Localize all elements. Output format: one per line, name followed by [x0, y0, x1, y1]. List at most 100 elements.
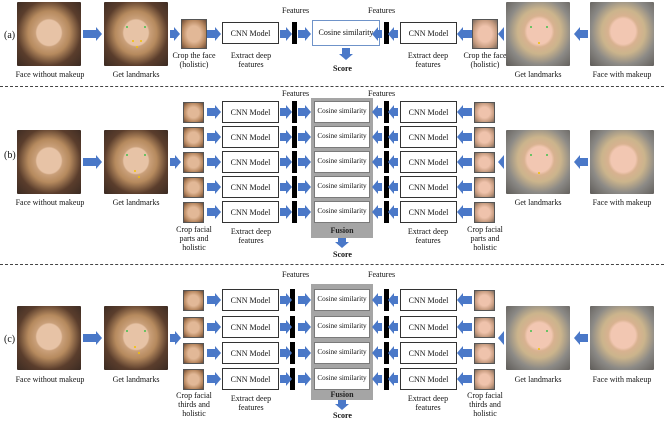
cosine-similarity-box: Cosine similarity	[314, 368, 370, 390]
cnn-model-box: CNN Model	[400, 22, 457, 44]
landmark-dot	[538, 42, 540, 44]
crop-thirds-caption-right: Crop facial thirds and holistic	[467, 391, 503, 418]
flow-arrow	[298, 105, 311, 119]
landmark-dot	[538, 172, 540, 174]
flow-arrow	[298, 293, 311, 307]
features-label-right: Features	[368, 89, 396, 98]
crop-face-caption-left: Crop the face (holistic)	[172, 51, 216, 69]
holistic-crop-left	[181, 19, 207, 49]
facial-third-crop-right	[474, 317, 495, 338]
flow-arrow	[339, 48, 353, 60]
flow-arrow	[457, 372, 472, 386]
cnn-model-box: CNN Model	[400, 342, 457, 364]
face-with-makeup-photo	[590, 2, 654, 66]
get-landmarks-caption: Get landmarks	[112, 70, 160, 79]
flow-arrow	[280, 155, 292, 169]
feature-vector-bar	[384, 176, 389, 198]
face-without-makeup-photo	[17, 130, 81, 194]
landmark-dot	[136, 46, 138, 48]
flow-arrow	[388, 155, 398, 169]
feature-vector-bar	[292, 22, 297, 44]
flow-arrow	[388, 320, 398, 334]
flow-arrow	[388, 372, 398, 386]
face-with-makeup-caption: Face with makeup	[592, 375, 652, 384]
facial-part-crop-left	[183, 102, 204, 123]
score-label: Score	[333, 250, 352, 259]
flow-arrow	[574, 27, 588, 41]
landmark-dot	[530, 154, 532, 156]
landmarks-photo	[104, 130, 168, 194]
feature-vector-bar	[384, 151, 389, 173]
flow-arrow	[83, 331, 102, 345]
facial-third-crop-left	[183, 290, 204, 311]
facial-part-crop-right	[474, 127, 495, 148]
cnn-model-box: CNN Model	[400, 201, 457, 223]
flow-arrow	[372, 130, 382, 144]
landmarks-makeup-photo	[506, 130, 570, 194]
landmark-dot	[140, 40, 142, 42]
landmark-dot	[144, 154, 146, 156]
feature-vector-bar	[384, 289, 389, 311]
flow-arrow	[574, 331, 588, 345]
cosine-similarity-box: Cosine similarity	[314, 176, 370, 198]
landmarks-makeup-photo	[506, 306, 570, 370]
crop-thirds-caption-left: Crop facial thirds and holistic	[176, 391, 212, 418]
flow-arrow	[170, 155, 181, 169]
flow-arrow	[207, 372, 221, 386]
flow-arrow	[498, 155, 504, 169]
cnn-model-box: CNN Model	[400, 126, 457, 148]
flow-arrow	[298, 180, 311, 194]
landmarks-makeup-photo	[506, 2, 570, 66]
flow-arrow	[298, 205, 311, 219]
feature-vector-bar	[290, 342, 295, 364]
landmark-dot	[530, 26, 532, 28]
facial-third-crop-right	[474, 369, 495, 390]
flow-arrow	[280, 346, 292, 360]
facial-third-crop-left	[183, 343, 204, 364]
cnn-model-box: CNN Model	[222, 289, 279, 311]
panel-divider	[0, 86, 664, 87]
facial-part-crop-left	[183, 152, 204, 173]
face-without-makeup-photo	[17, 306, 81, 370]
cnn-model-box: CNN Model	[400, 289, 457, 311]
cnn-model-box: CNN Model	[400, 151, 457, 173]
flow-arrow	[207, 180, 221, 194]
flow-arrow	[388, 180, 398, 194]
flow-arrow	[207, 293, 221, 307]
extract-features-caption-left: Extract deep features	[230, 51, 272, 69]
extract-features-caption-right: Extract deep features	[407, 394, 449, 412]
get-landmarks-caption-right: Get landmarks	[514, 198, 562, 207]
cosine-similarity-box: Cosine similarity	[314, 126, 370, 148]
flow-arrow	[207, 320, 221, 334]
facial-third-crop-left	[183, 317, 204, 338]
cnn-model-box: CNN Model	[222, 316, 279, 338]
feature-vector-bar	[384, 101, 389, 123]
flow-arrow	[280, 105, 292, 119]
get-landmarks-caption: Get landmarks	[112, 198, 160, 207]
feature-vector-bar	[290, 289, 295, 311]
flow-arrow	[498, 27, 504, 41]
facial-part-crop-right	[474, 102, 495, 123]
flow-arrow	[207, 27, 221, 41]
flow-arrow	[457, 180, 472, 194]
feature-vector-bar	[384, 368, 389, 390]
flow-arrow	[457, 205, 472, 219]
feature-vector-bar	[384, 201, 389, 223]
feature-vector-bar	[292, 151, 297, 173]
landmark-dot	[530, 330, 532, 332]
cnn-model-box: CNN Model	[400, 176, 457, 198]
panel-a-label: (a)	[4, 30, 16, 41]
fusion-label: Fusion	[330, 226, 354, 235]
flow-arrow	[335, 238, 349, 248]
feature-vector-bar	[384, 342, 389, 364]
landmark-dot	[144, 26, 146, 28]
facial-part-crop-left	[183, 177, 204, 198]
flow-arrow	[372, 205, 382, 219]
flow-arrow	[280, 130, 292, 144]
landmark-dot	[132, 40, 134, 42]
landmark-dot	[134, 170, 136, 172]
flow-arrow	[574, 155, 588, 169]
crop-parts-caption-left: Crop facial parts and holistic	[176, 225, 212, 252]
flow-arrow	[498, 331, 504, 345]
